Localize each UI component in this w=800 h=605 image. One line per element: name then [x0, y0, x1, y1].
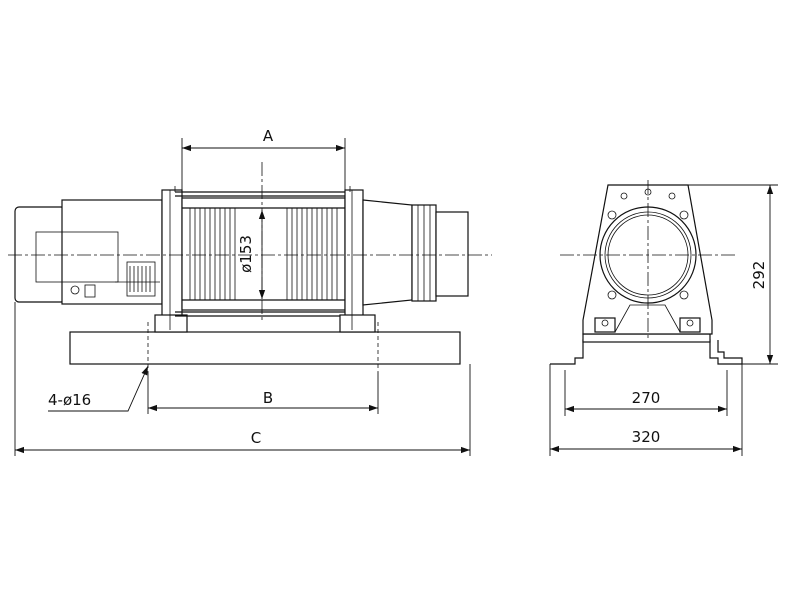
dim-label-a: A: [263, 127, 274, 145]
dim-label-holes: 4-ø16: [48, 391, 91, 409]
drum: [175, 191, 355, 317]
motor: [14, 199, 163, 305]
dim-label-base-width: 270: [632, 389, 661, 407]
dim-label-c: C: [251, 429, 261, 447]
dim-label-drum-diameter: ø153: [237, 235, 255, 273]
left-bracket: [154, 186, 188, 333]
gearbox: [362, 199, 469, 306]
dim-label-b: B: [263, 389, 273, 407]
dim-label-overall-width: 320: [632, 428, 661, 446]
dim-label-height: 292: [750, 261, 768, 290]
base-foot: [550, 339, 743, 365]
base-plate: [69, 331, 461, 365]
side-view: 292 270 320: [549, 180, 778, 456]
front-view: A ø153 B C 4-ø16: [8, 127, 492, 456]
